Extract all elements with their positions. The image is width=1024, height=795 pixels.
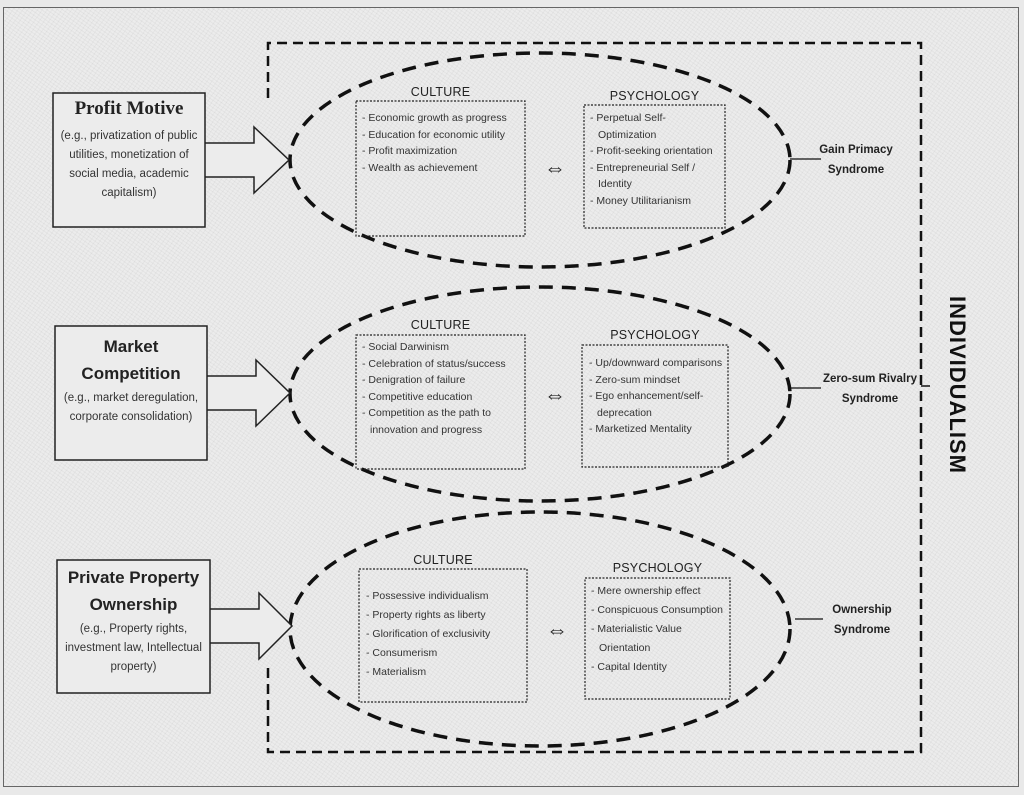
culture-box-3	[358, 568, 528, 703]
psychology-item: - Ego enhancement/self-deprecation	[589, 390, 704, 419]
driver-examples: (e.g., privatization of public utilities…	[60, 130, 198, 199]
culture-item: - Education for economic utility	[362, 128, 505, 141]
arrow-market-competition	[206, 358, 292, 428]
driver-profit-motive: Profit Motive (e.g., privatization of pu…	[55, 97, 203, 203]
psychology-item: - Marketized Mentality	[589, 423, 692, 435]
ellipse-ownership	[288, 510, 792, 748]
culture-item: - Possessive individualism	[366, 590, 489, 602]
culture-item: - Economic growth as progress	[362, 112, 507, 124]
culture-item: - Competitive education	[362, 390, 473, 403]
arrow-private-property	[209, 591, 294, 661]
psychology-item: - Conspicuous Consumption	[591, 604, 723, 616]
culture-label: CULTURE	[410, 85, 471, 99]
driver-examples: (e.g., market deregulation, corporate co…	[63, 392, 199, 423]
driver-private-property: Private Property Ownership (e.g., Proper…	[59, 564, 208, 677]
driver-box-profit-motive	[52, 92, 206, 228]
culture-label: CULTURE	[413, 553, 473, 567]
psychology-item: - Money Utilitarianism	[590, 194, 691, 207]
driver-box-market-competition	[54, 325, 208, 461]
arrow-profit-motive	[204, 125, 291, 195]
individualism-boundary	[266, 41, 923, 754]
culture-label: CULTURE	[410, 318, 471, 332]
driver-examples: (e.g., Property rights, investment law, …	[65, 623, 202, 673]
bidirectional-arrow-icon: ⇔	[546, 617, 568, 642]
culture-list-3: - Possessive individualism - Property ri…	[366, 587, 524, 682]
syndrome-gain-primacy: Gain Primacy Syndrome	[819, 144, 893, 176]
psychology-list-2: - Up/downward comparisons - Zero-sum min…	[589, 355, 725, 438]
culture-item: - Consumerism	[366, 647, 438, 659]
psychology-item: - Entrepreneurial Self / Identity	[590, 161, 696, 191]
psychology-item: - Profit-seeking orientation	[590, 145, 713, 157]
culture-item: - Materialism	[366, 666, 427, 678]
psychology-item: - Mere ownership effect	[591, 585, 701, 597]
culture-box-1	[355, 100, 526, 237]
driver-title: Private Property Ownership	[67, 568, 200, 614]
syndrome-ownership: Ownership Syndrome	[832, 604, 892, 636]
psychology-item: - Zero-sum mindset	[589, 373, 681, 386]
psychology-item: - Materialistic Value Orientation	[591, 623, 682, 654]
psychology-list-1: - Perpetual Self-Optimization - Profit-s…	[590, 110, 722, 209]
culture-item: - Celebration of status/success	[362, 357, 506, 370]
culture-list-2: - Social Darwinism - Celebration of stat…	[362, 339, 520, 438]
psychology-list-3: - Mere ownership effect - Conspicuous Co…	[591, 582, 727, 677]
individualism-title: INDIVIDUALISM	[945, 296, 970, 474]
driver-box-private-property	[56, 559, 211, 694]
culture-item: - Wealth as achievement	[362, 161, 478, 174]
driver-title: Market Competition	[81, 337, 181, 383]
psychology-box-1	[583, 104, 726, 229]
psychology-label: PSYCHOLOGY	[612, 561, 703, 575]
culture-list-1: - Economic growth as progress - Educatio…	[362, 110, 520, 176]
syndrome-zero-sum-rivalry: Zero-sum Rivalry Syndrome	[823, 373, 917, 405]
psychology-box-2	[581, 344, 729, 468]
culture-item: - Competition as the path to innovation …	[362, 407, 491, 436]
culture-box-2	[355, 334, 526, 470]
culture-item: - Property rights as liberty	[366, 609, 486, 621]
culture-item: - Glorification of exclusivity	[366, 628, 491, 640]
bidirectional-arrow-icon: ⇔	[544, 155, 566, 180]
driver-title: Profit Motive	[74, 98, 184, 119]
psychology-item: - Capital Identity	[591, 661, 667, 673]
culture-item: - Denigration of failure	[362, 374, 466, 386]
psychology-item: - Perpetual Self-Optimization	[590, 112, 666, 141]
psychology-item: - Up/downward comparisons	[589, 357, 723, 369]
culture-item: - Profit maximization	[362, 145, 458, 157]
driver-market-competition: Market Competition (e.g., market deregul…	[57, 333, 205, 427]
psychology-label: PSYCHOLOGY	[609, 89, 700, 103]
bidirectional-arrow-icon: ⇔	[544, 382, 566, 407]
psychology-label: PSYCHOLOGY	[610, 328, 700, 342]
culture-item: - Social Darwinism	[362, 341, 449, 353]
